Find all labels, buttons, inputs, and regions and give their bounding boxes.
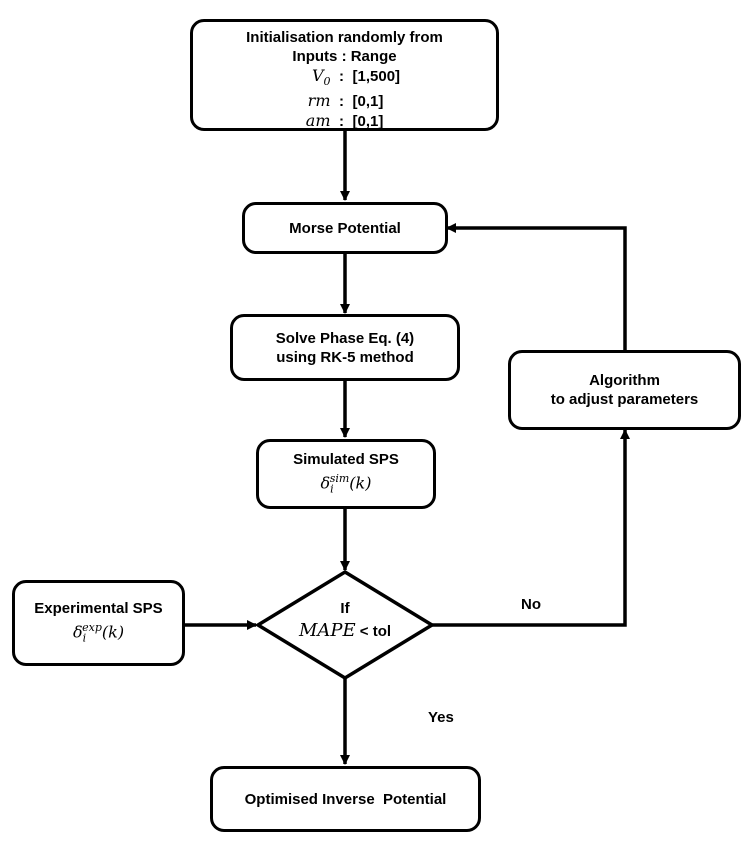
algorithm-box: Algorithm to adjust parameters [508, 350, 741, 430]
decision-text: If MAPE < tol [270, 598, 420, 643]
solve-line2: using RK-5 method [276, 348, 414, 366]
solve-line1: Solve Phase Eq. (4) [275, 329, 415, 347]
experimental-box: Experimental SPS δiexp(k) [12, 580, 185, 666]
morse-label: Morse Potential [289, 219, 401, 237]
simulated-label: Simulated SPS [293, 450, 399, 468]
decision-if: If [340, 600, 350, 617]
simulated-box: Simulated SPS δisim(k) [256, 439, 436, 509]
morse-box: Morse Potential [242, 202, 448, 254]
decision-condition: MAPE < tol [298, 620, 392, 641]
arrow-decision-to-algorithm [432, 429, 630, 627]
solve-box: Solve Phase Eq. (4) using RK-5 method [230, 314, 460, 381]
param-var: V0 [311, 66, 331, 89]
param-var: am [305, 111, 331, 131]
param-var: rm [307, 91, 331, 111]
output-label: Optimised Inverse Potential [244, 790, 447, 808]
experimental-label: Experimental SPS [34, 599, 163, 617]
param-range: [0,1] [352, 93, 384, 111]
param-row-rm: rm : [0,1] [279, 91, 411, 111]
param-row-v0: V0 : [1,500] [279, 66, 411, 91]
init-line1: Initialisation randomly from [246, 29, 443, 46]
decision-diamond [254, 569, 436, 681]
algorithm-line1: Algorithm [589, 372, 660, 389]
no-label: No [521, 596, 541, 613]
init-box: Initialisation randomly from Inputs : Ra… [190, 19, 499, 131]
algorithm-line2: to adjust parameters [550, 391, 699, 408]
yes-label: Yes [428, 709, 454, 726]
simulated-symbol: δisim(k) [320, 471, 372, 496]
param-row-am: am : [0,1] [279, 111, 411, 131]
arrow-algorithm-to-morse [446, 223, 627, 352]
output-box: Optimised Inverse Potential [210, 766, 481, 832]
param-range: [0,1] [352, 113, 384, 131]
experimental-symbol: δiexp(k) [72, 620, 125, 645]
init-line2: Inputs : Range [292, 48, 397, 65]
param-range: [1,500] [352, 68, 401, 85]
